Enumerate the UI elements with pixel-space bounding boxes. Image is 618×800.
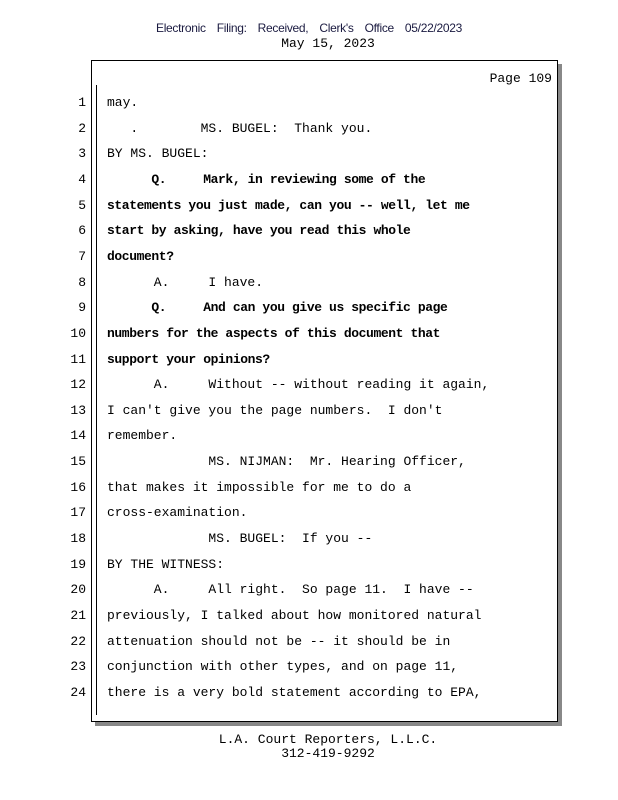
line-number: 3	[78, 146, 86, 162]
transcript-line: BY MS. BUGEL:	[107, 146, 209, 162]
transcript-line: I can't give you the page numbers. I don…	[107, 402, 443, 418]
transcript-date: May 15, 2023	[281, 36, 375, 51]
line-number: 6	[78, 223, 86, 239]
filing-stamp: Electronic Filing: Received, Clerk's Off…	[155, 21, 462, 35]
transcript-line: BY THE WITNESS:	[107, 556, 225, 572]
transcript-line: attenuation should not be -- it should b…	[107, 633, 451, 649]
line-number: 9	[78, 300, 86, 316]
line-number: 10	[70, 325, 86, 341]
line-number: 15	[70, 454, 86, 470]
transcript-line: numbers for the aspects of this document…	[107, 325, 441, 341]
transcript-line: Q. And can you give us specific page	[107, 300, 448, 316]
transcript-line: that makes it impossible for me to do a	[107, 479, 412, 495]
transcript-line: . MS. BUGEL: Thank you.	[107, 120, 373, 136]
transcript-line: MS. BUGEL: If you --	[107, 531, 373, 547]
transcript-line: Q. Mark, in reviewing some of the	[107, 171, 426, 187]
transcript-line: document?	[107, 248, 174, 264]
line-number: 24	[70, 684, 86, 700]
line-number: 1	[78, 95, 86, 110]
line-number: 21	[70, 608, 86, 623]
transcript-line: MS. NIJMAN: Mr. Hearing Officer,	[107, 454, 466, 470]
transcript-line: A. I have.	[107, 274, 264, 290]
transcript-line: A. All right. So page 11. I have --	[107, 582, 474, 598]
transcript-page-box	[91, 60, 558, 722]
transcript-line: support your opinions?	[107, 351, 270, 367]
reporter-company: L.A. Court Reporters, L.L.C.	[218, 732, 438, 747]
footer: L.A. Court Reporters, L.L.C. 312-419-929…	[0, 733, 618, 761]
line-number: 12	[70, 377, 86, 393]
transcript-line: statements you just made, can you -- wel…	[107, 197, 470, 213]
line-number: 8	[78, 274, 86, 290]
margin-rule	[96, 85, 97, 715]
line-number: 23	[70, 659, 86, 675]
transcript-line: start by asking, have you read this whol…	[107, 223, 411, 239]
line-number: 19	[70, 556, 86, 572]
line-number: 13	[70, 402, 86, 418]
line-number: 7	[78, 248, 86, 264]
transcript-line: previously, I talked about how monitored…	[107, 608, 482, 623]
transcript-line: conjunction with other types, and on pag…	[107, 659, 459, 675]
transcript-line: A. Without -- without reading it again,	[107, 377, 490, 393]
transcript-line: cross-examination.	[107, 505, 248, 521]
transcript-line: may.	[107, 95, 139, 110]
line-number: 17	[70, 505, 86, 521]
line-number: 18	[70, 531, 86, 547]
line-number: 22	[70, 633, 86, 649]
line-number: 5	[78, 197, 86, 213]
line-number: 14	[70, 428, 86, 444]
line-number: 2	[78, 120, 86, 136]
line-number: 20	[70, 582, 86, 598]
transcript-line: remember.	[107, 428, 178, 444]
reporter-phone: 312-419-9292	[281, 746, 375, 761]
line-number: 16	[70, 479, 86, 495]
line-number: 4	[78, 171, 86, 187]
line-number: 11	[70, 351, 86, 367]
transcript-line: there is a very bold statement according…	[107, 684, 482, 700]
page-number: Page 109	[489, 71, 552, 86]
